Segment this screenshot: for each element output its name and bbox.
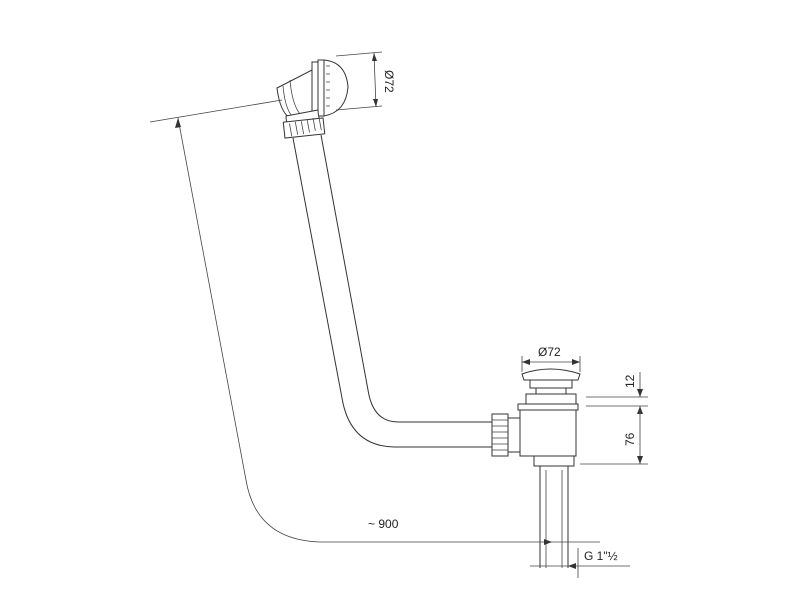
length-label: ~ 900 (368, 517, 399, 531)
dimension-thread: G 1"½ (530, 548, 630, 578)
dimension-drain-diameter: Ø72 (521, 345, 581, 372)
dimension-overflow-diameter: Ø72 (335, 51, 396, 111)
overflow-assembly (276, 59, 349, 139)
drain-diameter-label: Ø72 (538, 345, 561, 359)
thread-label: G 1"½ (584, 549, 618, 563)
dimension-cap-height: 12 (586, 372, 648, 414)
cap-height-label: 12 (623, 374, 637, 388)
overflow-hose (292, 134, 494, 448)
dimension-length: ~ 900 (149, 99, 600, 545)
body-height-label: 76 (623, 432, 637, 446)
overflow-diameter-label: Ø72 (382, 70, 396, 93)
drain-assembly (491, 368, 581, 568)
dimension-body-height: 76 (580, 406, 648, 465)
